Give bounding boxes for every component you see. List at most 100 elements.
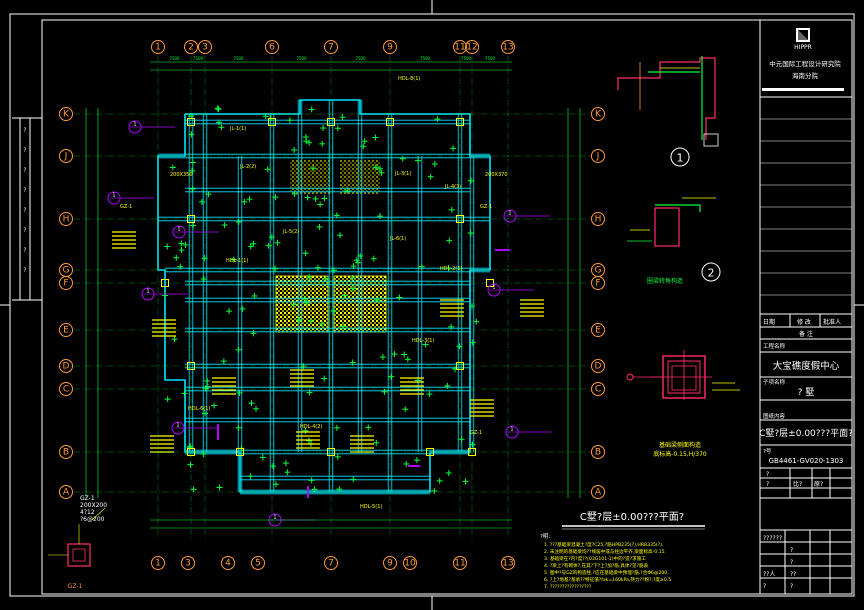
- callout-number: 1: [508, 211, 511, 217]
- beam-label: HDL-6(1): [188, 406, 210, 412]
- tb-approve: 批准人: [823, 318, 841, 326]
- grid-axis-left-B: B: [59, 445, 73, 459]
- foundation-beams: [158, 100, 490, 495]
- grid-axis-bottom-10: 10: [403, 556, 417, 570]
- institute-logo-icon: HIPPR: [794, 28, 812, 51]
- beam-label: JL-5(2): [282, 229, 299, 235]
- tb-cell-f: ?: [790, 559, 793, 566]
- strip-glyph: ?: [23, 147, 26, 154]
- grid-axis-top-12: 12: [465, 40, 479, 54]
- grid-bubble-circle: [591, 212, 605, 226]
- grid-bubble-label: C: [595, 385, 601, 395]
- beam-label: 200X370: [485, 172, 508, 178]
- grid-bubble-circle: [591, 276, 605, 290]
- beam-label: JL-3(1): [394, 171, 411, 177]
- grid-bubble-circle: [591, 107, 605, 121]
- callout-circle: [503, 209, 517, 223]
- grid-bubble-circle: [59, 445, 73, 459]
- callout-tag: 1: [141, 287, 188, 301]
- grid-bubble-circle: [324, 556, 338, 570]
- grid-axis-top-3: 3: [198, 40, 212, 54]
- tb-drawing-label: 图纸内容: [763, 412, 786, 420]
- detail-drawings: 1 圈梁转角构造 2 基础梁侧面构造 底标高-0.15,H/370: [48, 56, 740, 590]
- dimension-text: 7500: [233, 56, 244, 61]
- grid-axis-right-J: J: [591, 149, 605, 163]
- grid-bubble-label: 11: [454, 43, 465, 53]
- grid-bubble-label: 7: [328, 43, 334, 53]
- grid-bubble-label: B: [595, 448, 601, 458]
- grid-bubble-label: G: [63, 266, 70, 276]
- beam-label: GZ-1: [470, 430, 482, 436]
- beam-label: HDL-2(1): [440, 266, 462, 272]
- callout-tag: 1: [487, 283, 534, 297]
- tb-cell-g: ??: [790, 571, 796, 578]
- dimension-text: 7500: [296, 56, 307, 61]
- grid-axis-right-D: D: [591, 359, 605, 373]
- callout-tag: 1: [107, 191, 154, 205]
- rebar-marks: [161, 105, 494, 494]
- beam-label: HDL-3(1): [412, 338, 434, 344]
- detail-3-sub: 底标高-0.15,H/370: [653, 450, 707, 458]
- grid-bubble-label: 9: [387, 43, 393, 53]
- grid-bubble-circle: [59, 276, 73, 290]
- grid-axis-top-2: 2: [184, 40, 198, 54]
- grid-bubble-label: 2: [188, 43, 194, 53]
- callout-tag: 1: [171, 421, 218, 435]
- gz-caption: GZ-1: [68, 583, 83, 590]
- note-line: 1. ???基础梁混凝土?度?C25,?筋HPB235(?),HRB335(?)…: [544, 541, 663, 548]
- grid-bubble-label: J: [596, 152, 600, 162]
- callout-tag: 1: [505, 425, 552, 439]
- general-notes: ?明:1. ???基础梁混凝土?度?C25,?筋HPB235(?),HRB335…: [540, 533, 673, 590]
- callout-circle: [128, 120, 142, 134]
- grid-axis-left-C: C: [59, 382, 73, 396]
- grid-axis-left-A: A: [59, 485, 73, 499]
- grid-bubble-circle: [151, 556, 165, 570]
- grid-bubble-label: 5: [255, 559, 261, 569]
- grid-bubble-circle: [591, 485, 605, 499]
- grid-bubble-circle: [59, 212, 73, 226]
- grid-bubble-circle: [501, 40, 515, 54]
- grid-bubble-circle: [181, 556, 195, 570]
- hatched-block: [290, 160, 330, 194]
- grid-axis-right-K: K: [591, 107, 605, 121]
- grid-axis-right-B: B: [591, 445, 605, 459]
- tb-project-name: 大宝礁度假中心: [773, 360, 840, 372]
- beam-label: GZ-1: [480, 204, 492, 210]
- grid-axis-right-E: E: [591, 323, 605, 337]
- detail-2-number: 2: [708, 267, 715, 280]
- detail-1-beam-section: 1: [617, 56, 719, 167]
- grid-bubble-label: 9: [387, 559, 393, 569]
- callout-number: 1: [492, 285, 495, 291]
- grid-bubble-circle: [453, 556, 467, 570]
- strip-glyph: ?: [23, 267, 26, 274]
- detail-1-number: 1: [677, 152, 684, 165]
- grid-bubble-circle: [59, 149, 73, 163]
- grid-axis-left-F: F: [59, 276, 73, 290]
- grid-bubble-label: C: [63, 385, 69, 395]
- note-line: 4. ?梁上?有砌体?,在其?下?上?加?筋,具体?见?筋表.: [544, 562, 650, 569]
- grid-bubble-label: H: [595, 215, 602, 225]
- tb-drawing-number: GB4461-GV020-1303: [769, 457, 844, 465]
- grid-bubble-label: 1: [155, 559, 161, 569]
- grid-axis-top-7: 7: [324, 40, 338, 54]
- dimension-text: 7500: [169, 56, 180, 61]
- tb-cell-h: ??人: [763, 571, 775, 578]
- note-line: 7. ?????????????????: [544, 584, 592, 590]
- beam-label: HDL-1(1): [226, 258, 248, 264]
- dimension-text: 7500: [420, 56, 431, 61]
- tb-stamp-label: ??????: [763, 535, 782, 542]
- tb-subproject-name: ? 墅: [798, 387, 815, 398]
- detail-3-label: 基础梁侧面构造: [659, 441, 701, 449]
- gz-size: 200X200: [80, 502, 107, 509]
- grid-bubble-label: J: [64, 152, 68, 162]
- callout-number: 1: [510, 427, 513, 433]
- tb-subproject-label: 子项名称: [763, 378, 786, 386]
- detail-3-column-section: 基础梁侧面构造 底标高-0.15,H/370: [626, 350, 740, 458]
- grid-bubble-label: 11: [454, 559, 465, 569]
- callout-number: 1: [133, 122, 136, 128]
- grid-axis-bottom-3: 3: [181, 556, 195, 570]
- grid-axis-bottom-5: 5: [251, 556, 265, 570]
- branch-name: 海南分院: [792, 71, 819, 80]
